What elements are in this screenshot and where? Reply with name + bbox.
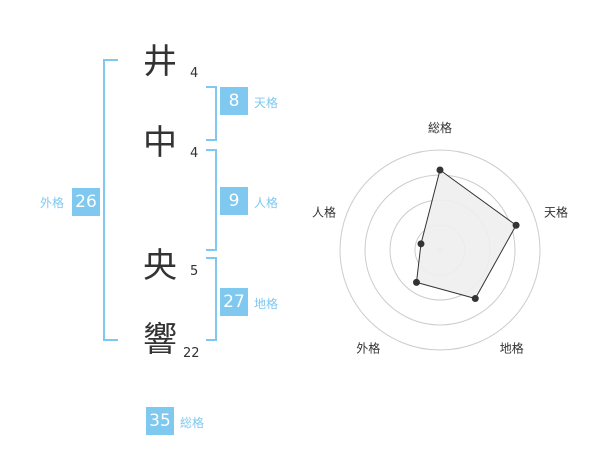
stroke-count-3: 5 bbox=[190, 264, 199, 279]
jinkaku-label: 人格 bbox=[254, 196, 279, 210]
gaikaku-label: 外格 bbox=[40, 196, 65, 210]
radar-point-2 bbox=[512, 221, 520, 229]
name-char-2: 中 bbox=[143, 123, 177, 163]
radar-point-1 bbox=[436, 166, 444, 174]
gaikaku-value: 26 bbox=[72, 188, 100, 216]
chikaku-value: 27 bbox=[220, 288, 248, 316]
radar-point-4 bbox=[412, 278, 420, 286]
name-char-4: 響 bbox=[143, 320, 177, 360]
soukaku-label: 総格 bbox=[180, 416, 205, 430]
name-char-3: 央 bbox=[143, 246, 177, 286]
stroke-count-1: 4 bbox=[190, 66, 199, 81]
chikaku-label: 地格 bbox=[254, 297, 279, 311]
radar-polygon bbox=[415, 169, 517, 300]
radar-axis-label-4: 外格 bbox=[356, 341, 380, 356]
radar-axis-label-1: 総格 bbox=[428, 120, 452, 135]
radar-axis-label-5: 人格 bbox=[312, 204, 336, 219]
radar-axis-label-3: 地格 bbox=[500, 341, 524, 356]
soukaku-value: 35 bbox=[146, 407, 174, 435]
name-char-1: 井 bbox=[143, 42, 177, 82]
radar-axis-label-2: 天格 bbox=[544, 204, 568, 219]
tenkaku-label: 天格 bbox=[254, 96, 279, 110]
radar-point-5 bbox=[417, 240, 425, 248]
tenkaku-value: 8 bbox=[220, 87, 248, 115]
radar-area bbox=[415, 169, 517, 300]
jinkaku-value: 9 bbox=[220, 187, 248, 215]
radar-point-3 bbox=[471, 295, 479, 303]
stroke-count-4: 22 bbox=[183, 346, 200, 361]
radar-ring-4 bbox=[339, 149, 541, 351]
radar-points bbox=[412, 166, 520, 303]
stroke-count-2: 4 bbox=[190, 146, 199, 161]
